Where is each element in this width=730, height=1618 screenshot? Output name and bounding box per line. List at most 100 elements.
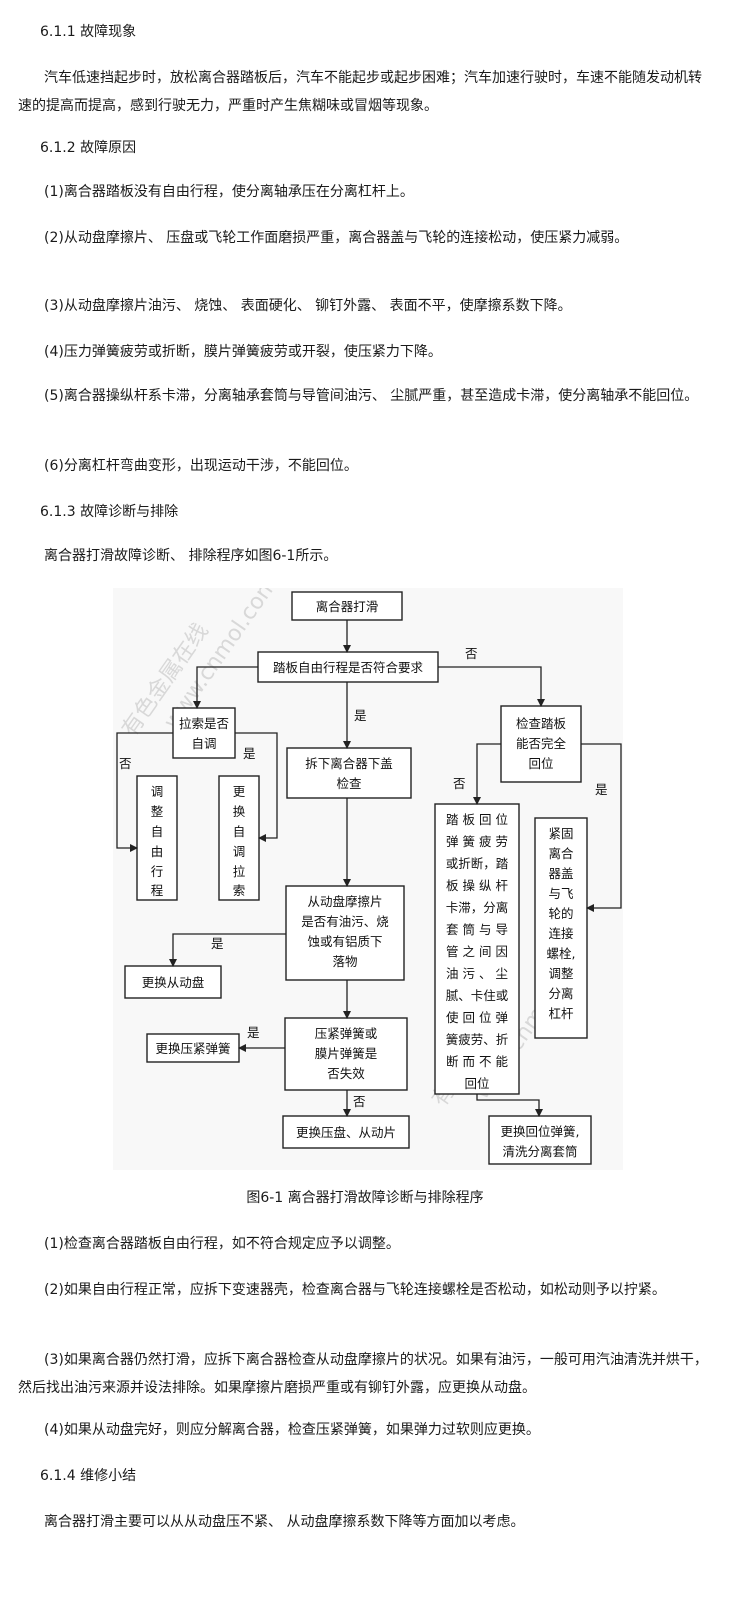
label-friction-yes: 是	[211, 936, 224, 951]
text-replace-spring: 更换压紧弹簧	[155, 1041, 230, 1056]
text-remove-cover-2: 检查	[336, 776, 362, 791]
text-tighten-7: 螺栓,	[547, 946, 576, 961]
heading-6-1-1: 6.1.1 故障现象	[40, 24, 137, 40]
text-cause-12: 断 而 不 能	[446, 1054, 508, 1069]
box-return-question	[500, 705, 582, 783]
text-cause-6: 套 筒 与 导	[446, 922, 508, 937]
text-return-question-1: 检查踏板	[516, 716, 567, 731]
text-replace-cable-5: 拉	[233, 864, 246, 879]
text-replace-cable-2: 换	[233, 804, 246, 819]
text-replace-plate: 更换压盘、从动片	[296, 1125, 396, 1140]
label-spring-no: 否	[353, 1094, 366, 1109]
box-replace-return	[488, 1115, 592, 1165]
text-spring-2: 膜片弹簧是	[315, 1046, 378, 1061]
cause-item-3: (3)从动盘摩擦片油污、 烧蚀、 表面硬化、 铆钉外露、 表面不平，使摩擦系数下…	[44, 298, 572, 314]
text-tighten-5: 轮的	[548, 906, 573, 921]
arrow-cause-to-replace	[476, 1094, 543, 1117]
text-adjust-2: 整	[151, 804, 164, 819]
text-replace-cable-3: 自	[233, 824, 246, 839]
text-adjust-1: 调	[151, 784, 164, 799]
text-tighten-8: 调整	[548, 966, 574, 981]
label-return-no: 否	[453, 776, 466, 791]
text-tighten-3: 器盖	[548, 866, 573, 881]
cause-item-5: (5)离合器操纵杆系卡滞，分离轴承套筒与导管间油污、 尘腻严重，甚至造成卡滞，使…	[44, 388, 699, 404]
text-replace-return-2: 清洗分离套筒	[502, 1144, 577, 1159]
text-cause-11: 簧疲劳、折	[446, 1032, 509, 1047]
text-friction-1: 从动盘摩擦片	[307, 894, 382, 909]
box-adjust-travel	[136, 775, 178, 901]
arrow-cable-no	[116, 732, 173, 852]
text-replace-cable: 更 换 自 调 拉 索	[233, 784, 246, 898]
box-replace-cable	[218, 775, 260, 901]
cause-item-1: (1)离合器踏板没有自由行程，使分离轴承压在分离杠杆上。	[44, 184, 414, 200]
cause-item-6: (6)分离杠杆弯曲变形，出现运动干涉，不能回位。	[44, 458, 358, 474]
text-cause-10: 使 回 位 弹	[446, 1010, 508, 1025]
text-start: 离合器打滑	[316, 599, 379, 614]
text-return-cause: 踏 板 回 位 弹 簧 疲 劳 或折断，踏 板 操 纵 杆 卡滞，分离 套 筒 …	[446, 812, 509, 1091]
box-replace-plate	[282, 1115, 410, 1149]
text-cause-3: 或折断，踏	[446, 856, 509, 871]
text-spring-3: 否失效	[327, 1066, 365, 1081]
text-spring-1: 压紧弹簧或	[315, 1026, 378, 1041]
text-friction-3: 蚀或有铝质下	[307, 934, 382, 949]
arrow-return-yes	[581, 743, 622, 912]
text-tighten-9: 分离	[548, 986, 573, 1001]
heading-6-1-3: 6.1.3 故障诊断与排除	[40, 504, 179, 520]
text-adjust-4: 由	[151, 844, 164, 859]
text-cause-9: 腻、卡住或	[446, 988, 509, 1003]
text-replace-cable-1: 更	[233, 784, 246, 799]
text-tighten-10: 杠杆	[548, 1006, 574, 1021]
arrow-q1-to-cable	[193, 666, 258, 709]
figure-caption: 图6-1 离合器打滑故障诊断与排除程序	[246, 1190, 484, 1206]
box-spring-question	[284, 1017, 408, 1091]
paragraph-symptoms: 汽车低速挡起步时，放松离合器踏板后，汽车不能起步或起步困难；汽车加速行驶时，车速…	[18, 70, 702, 114]
text-replace-return-1: 更换回位弹簧,	[501, 1124, 580, 1139]
box-cable-question	[172, 707, 236, 759]
cause-item-4: (4)压力弹簧疲劳或折断，膜片弹簧疲劳或开裂，使压紧力下降。	[44, 344, 442, 360]
label-return-yes: 是	[595, 782, 608, 797]
text-cause-7: 管 之 间 因	[446, 944, 508, 959]
label-q1-yes: 是	[354, 708, 367, 723]
diagnosis-item-1: (1)检查离合器踏板自由行程，如不符合规定应予以调整。	[44, 1236, 400, 1252]
cause-item-2: (2)从动盘摩擦片、 压盘或飞轮工作面磨损严重，离合器盖与飞轮的连接松动，使压紧…	[44, 230, 629, 246]
text-tighten-6: 连接	[548, 926, 574, 941]
diagnosis-item-3: (3)如果离合器仍然打滑，应拆下离合器检查从动盘摩擦片的状况。如果有油污，一般可…	[18, 1352, 708, 1396]
text-cable-question-2: 自调	[191, 736, 216, 751]
text-cause-13: 回位	[464, 1076, 489, 1091]
text-replace-cable-4: 调	[233, 844, 246, 859]
diagnosis-item-2: (2)如果自由行程正常，应拆下变速器壳，检查离合器与飞轮连接螺栓是否松动，如松动…	[44, 1282, 666, 1298]
label-cable-no: 否	[119, 756, 132, 771]
text-tighten-2: 离合	[548, 846, 574, 861]
text-cause-1: 踏 板 回 位	[446, 812, 508, 827]
heading-6-1-2: 6.1.2 故障原因	[40, 140, 137, 156]
paragraph-diagnosis-intro: 离合器打滑故障诊断、 排除程序如图6-1所示。	[44, 548, 338, 564]
text-adjust-travel: 调 整 自 由 行 程	[151, 784, 164, 898]
box-tighten	[534, 817, 588, 1039]
label-cable-yes: 是	[243, 746, 256, 761]
label-q1-no: 否	[465, 646, 478, 661]
text-cause-2: 弹 簧 疲 劳	[446, 834, 508, 849]
flowchart-figure: 有色金属在线 www.cnmol.com 有色金属在线 www.cnmol.co…	[113, 588, 623, 1170]
arrow-friction-yes	[169, 933, 286, 967]
box-replace-spring	[146, 1033, 240, 1063]
heading-6-1-4: 6.1.4 维修小结	[40, 1468, 137, 1484]
paragraph-summary: 离合器打滑主要可以从从动盘压不紧、 从动盘摩擦系数下降等方面加以考虑。	[44, 1514, 525, 1530]
arrow-q1-to-return	[438, 666, 545, 707]
text-cause-5: 卡滞，分离	[446, 900, 509, 915]
text-return-question-3: 回位	[528, 756, 553, 771]
text-tighten: 紧固 离合 器盖 与飞 轮的 连接 螺栓, 调整 分离 杠杆	[547, 826, 576, 1021]
text-adjust-6: 程	[151, 883, 164, 898]
label-spring-yes: 是	[247, 1025, 260, 1040]
text-friction-4: 落物	[332, 954, 357, 969]
diagnosis-item-4: (4)如果从动盘完好，则应分解离合器，检查压紧弹簧，如果弹力过软则应更换。	[44, 1422, 540, 1438]
flowchart-svg: 有色金属在线 www.cnmol.com 有色金属在线 www.cnmol.co…	[116, 588, 622, 1165]
text-cable-question-1: 拉索是否	[179, 716, 229, 731]
text-replace-cable-6: 索	[233, 883, 246, 898]
text-cause-8: 油 污 、 尘	[446, 966, 508, 981]
box-friction-question	[285, 885, 405, 981]
text-remove-cover-1: 拆下离合器下盖	[305, 756, 393, 771]
text-replace-disc: 更换从动盘	[142, 975, 205, 990]
arrow-cable-yes	[235, 732, 278, 842]
text-adjust-5: 行	[151, 864, 164, 879]
box-start	[291, 591, 403, 621]
